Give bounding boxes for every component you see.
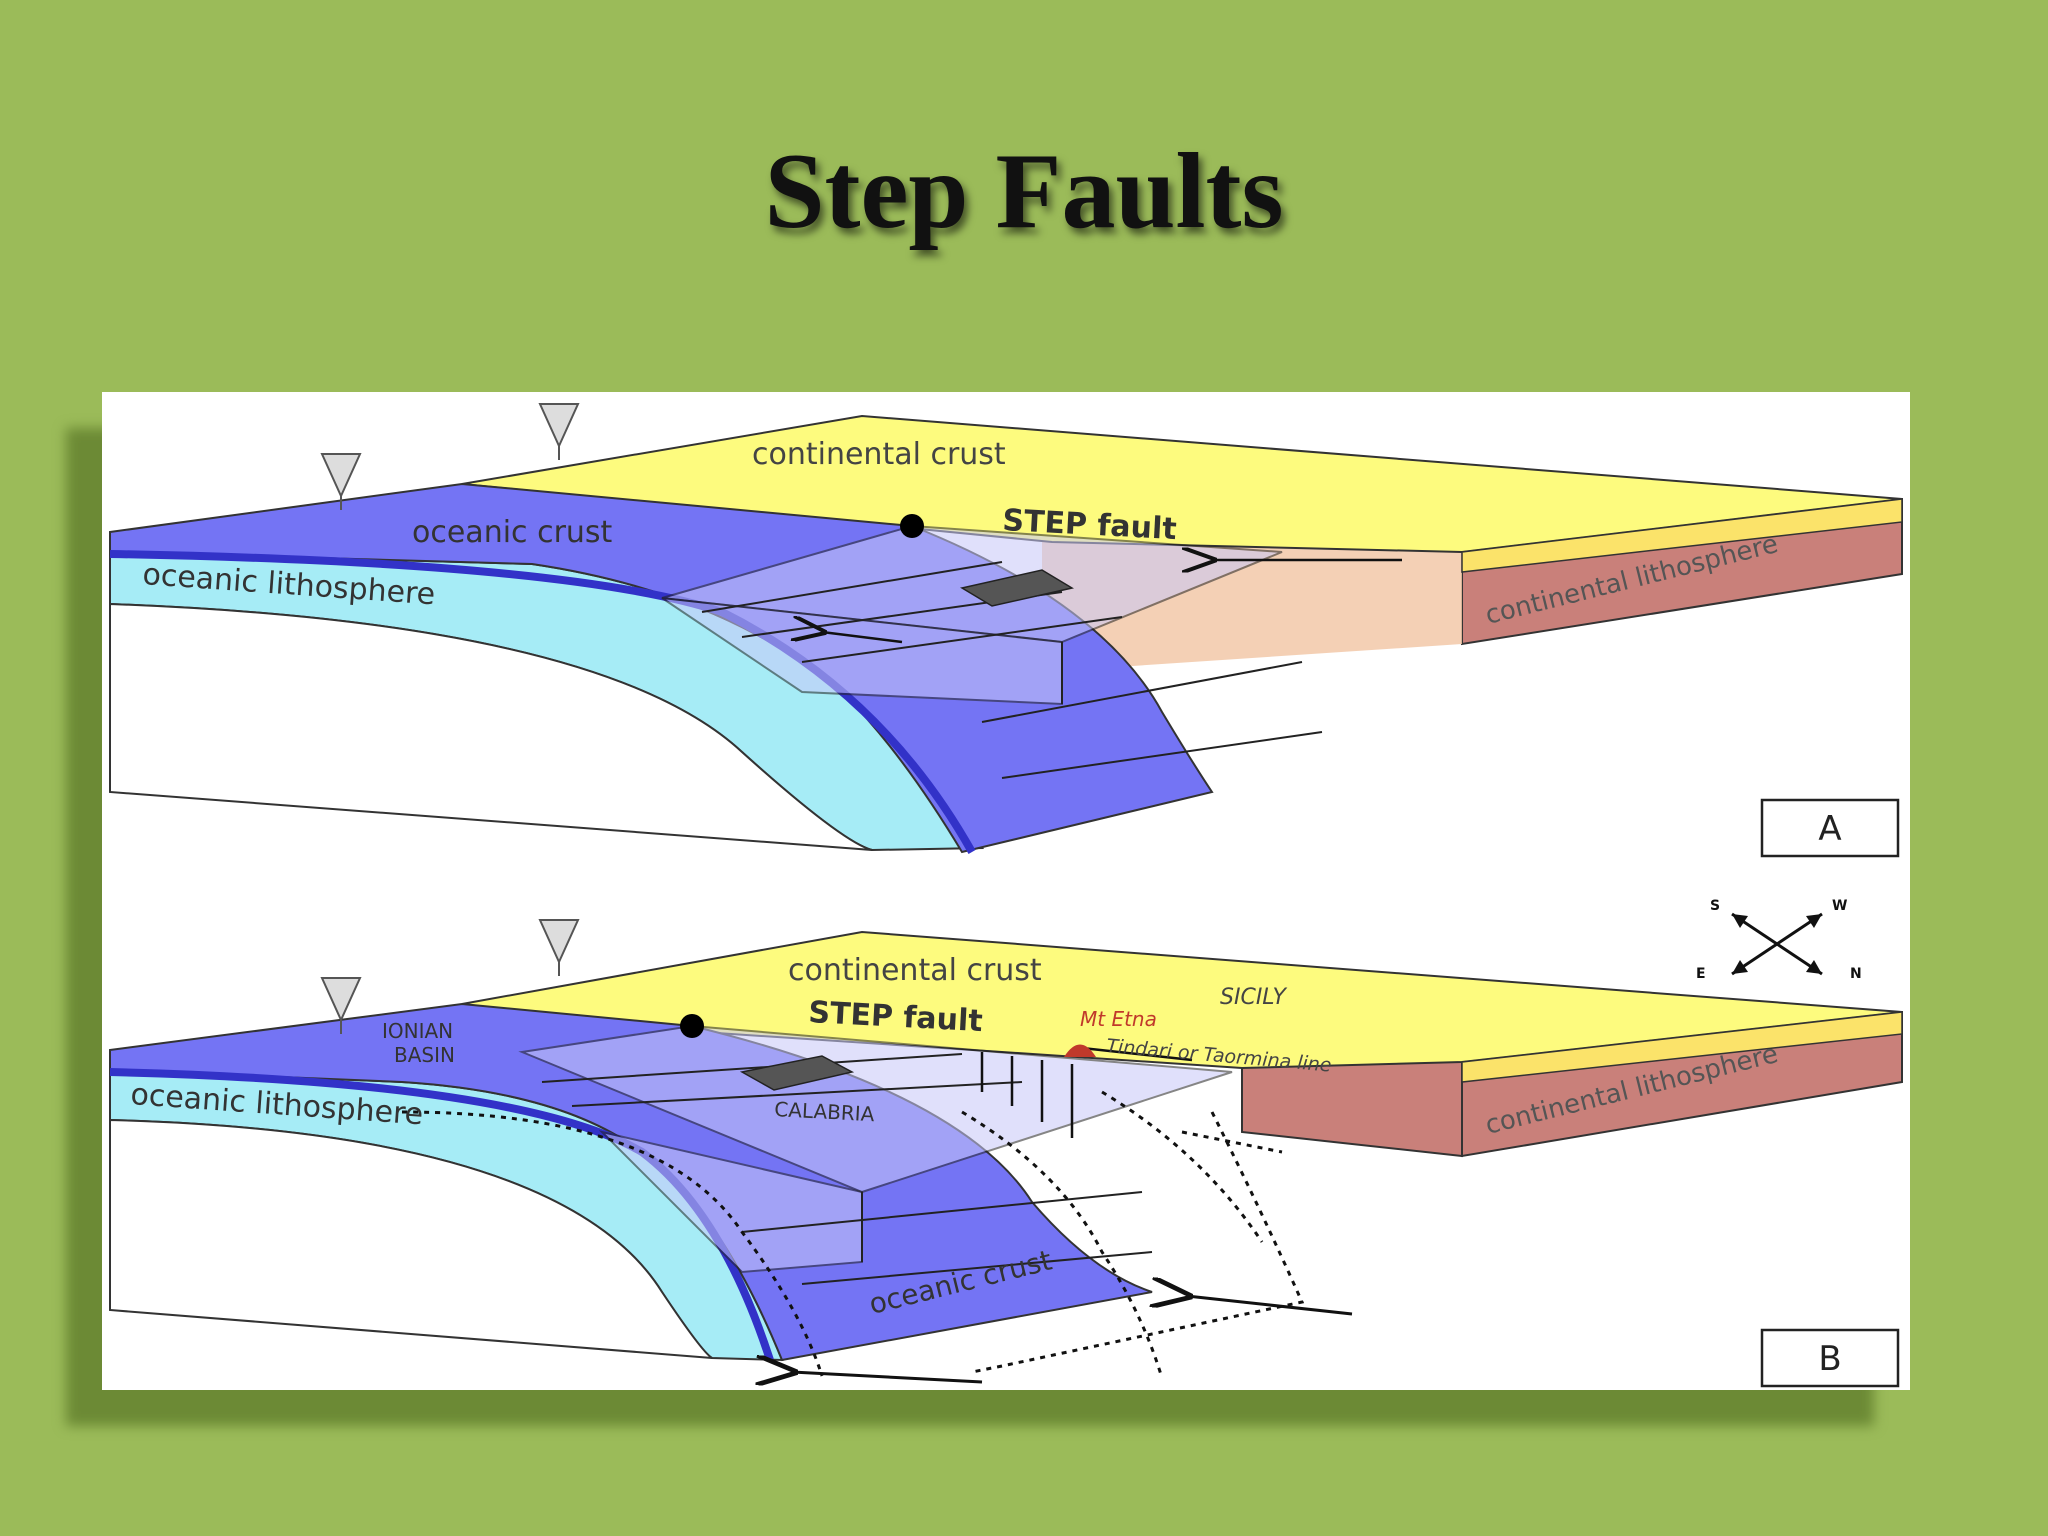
subduction-arrow-b2 xyxy=(792,1372,982,1382)
oceanic-crust-label-a: oceanic crust xyxy=(412,515,613,550)
compass-rose: S W E N xyxy=(1696,898,1862,982)
compass-s: S xyxy=(1710,898,1720,914)
panel-a: continental crust oceanic crust oceanic … xyxy=(110,404,1902,856)
hinge-point-b xyxy=(680,1014,704,1038)
compass-w: W xyxy=(1832,898,1847,914)
panel-label-a: A xyxy=(1818,809,1841,849)
ionian-basin-label-2: BASIN xyxy=(394,1043,455,1067)
step-fault-diagram: continental crust oceanic crust oceanic … xyxy=(102,392,1910,1390)
ionian-basin-label-1: IONIAN xyxy=(382,1019,453,1043)
dotted-outline-4 xyxy=(1102,1092,1262,1242)
continental-crust-label-a: continental crust xyxy=(752,437,1006,472)
step-fault-figure: continental crust oceanic crust oceanic … xyxy=(102,392,1910,1390)
compass-e: E xyxy=(1696,966,1706,982)
compass-n: N xyxy=(1850,966,1862,982)
mt-etna-label: Mt Etna xyxy=(1080,1007,1157,1031)
seismometer-icon xyxy=(540,920,578,976)
panel-label-b: B xyxy=(1818,1339,1841,1379)
continental-crust-label-b: continental crust xyxy=(788,953,1042,988)
slide-title: Step Faults xyxy=(0,130,2048,254)
sicily-label: SICILY xyxy=(1220,985,1287,1010)
hinge-point-a xyxy=(900,514,924,538)
subduction-arrow-b1 xyxy=(1187,1296,1352,1314)
seismometer-icon xyxy=(540,404,578,460)
panel-b: continental crust SICILY STEP fault Mt E… xyxy=(110,920,1902,1386)
